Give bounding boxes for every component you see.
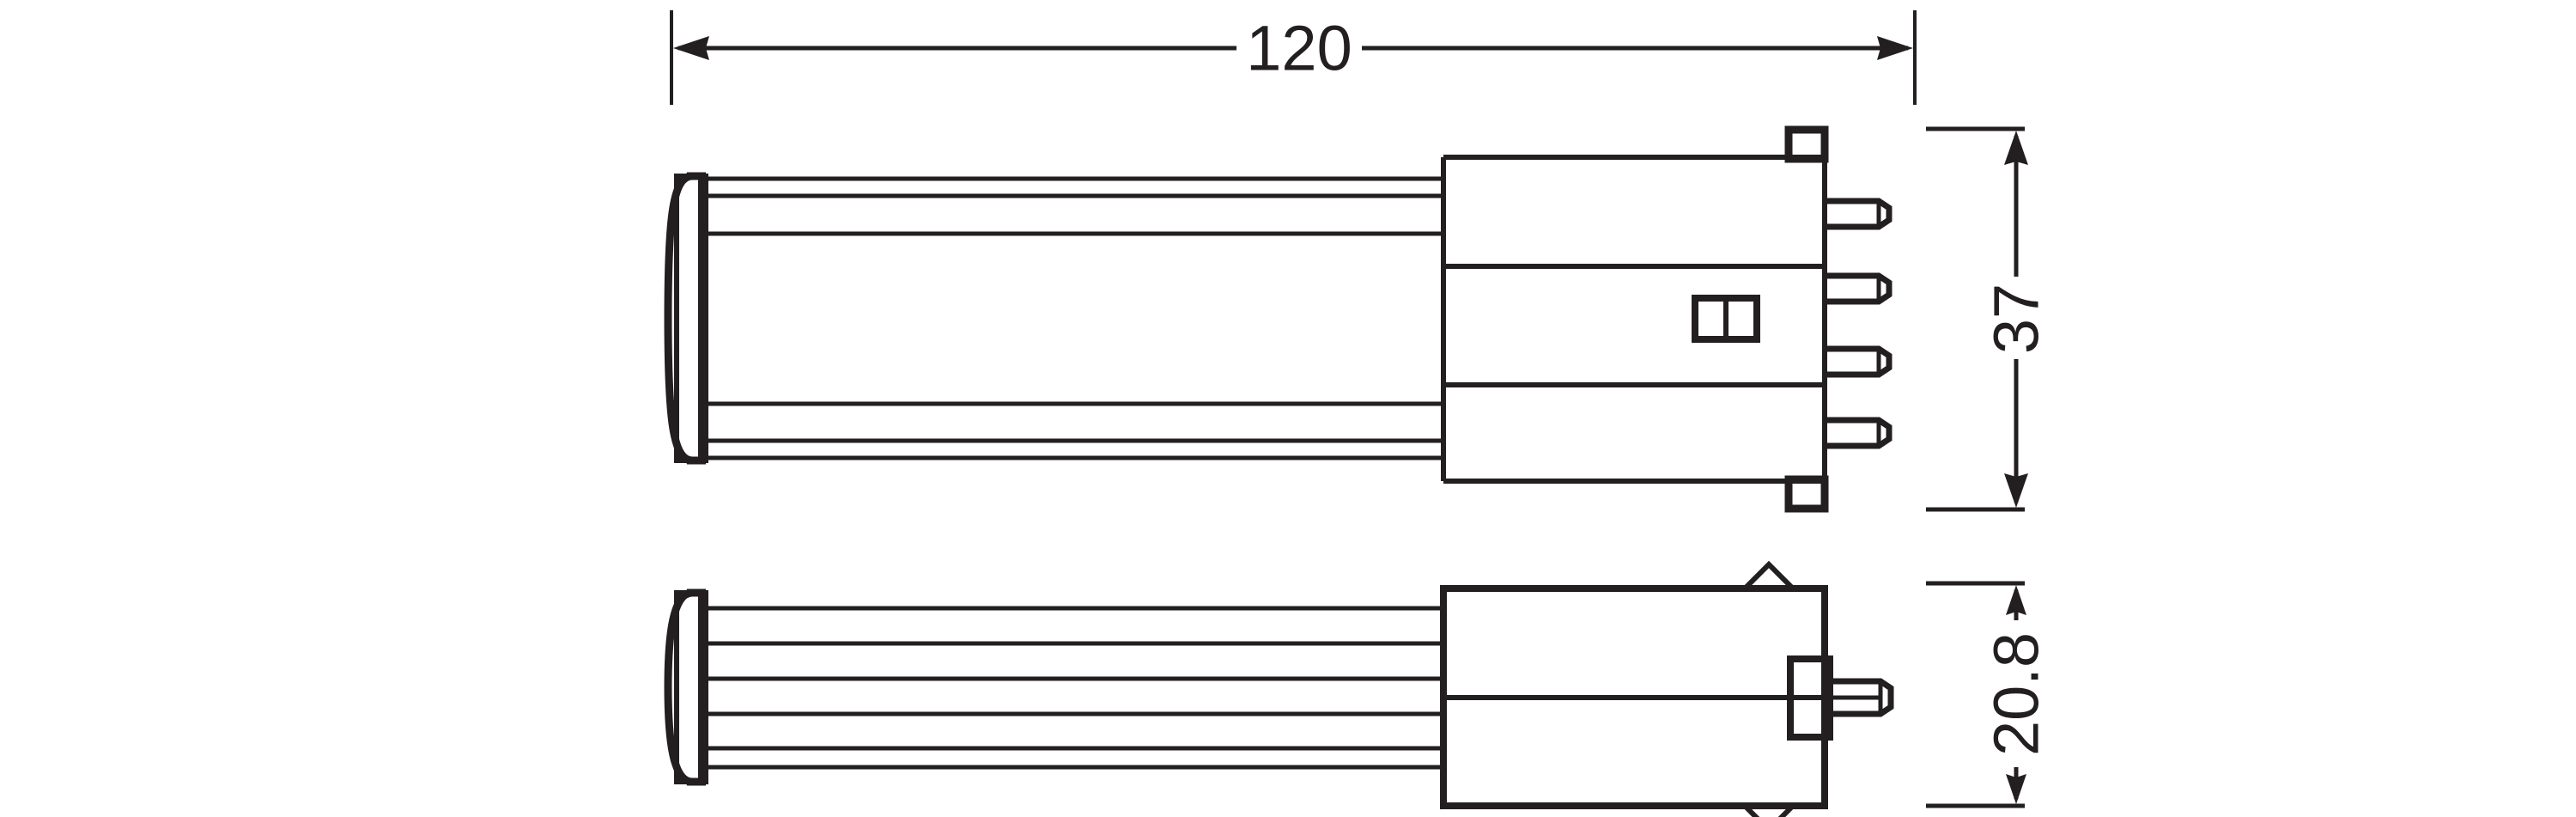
dimension-height-37: 37 <box>1926 126 2052 512</box>
connector-pin-1 <box>1825 198 1893 230</box>
dimension-label-width: 20.8 <box>1981 632 2052 756</box>
arrowhead-top <box>2004 131 2028 165</box>
connector-pin-4 <box>1825 417 1893 449</box>
base-tab-bottom <box>1784 475 1829 513</box>
dimension-label-length: 120 <box>1246 13 1352 84</box>
dimension-width-20-8: 20.8 <box>1926 581 2052 808</box>
base-body-outline <box>1443 155 1827 484</box>
dimension-length-120: 120 <box>670 10 1917 105</box>
view-side-elevation <box>664 125 1893 513</box>
connector-pin-3 <box>1825 345 1893 378</box>
view-top-elevation <box>664 560 1894 817</box>
base2-notch-bottom <box>1742 803 1795 817</box>
base-tab-top <box>1784 125 1829 163</box>
end-cap2-collar <box>674 590 708 784</box>
dimension-label-height: 37 <box>1981 284 2052 354</box>
end-cap2-dome <box>664 588 693 786</box>
arrowhead-bottom <box>2006 774 2026 804</box>
arrowhead-right <box>1877 36 1913 60</box>
base2-notch-top <box>1742 560 1795 591</box>
end-cap-dome <box>664 172 693 465</box>
arrowhead-left <box>673 36 709 60</box>
arrowhead-top <box>2006 585 2026 615</box>
base2-centre-pin <box>1830 678 1894 717</box>
connector-pin-2 <box>1825 272 1893 305</box>
arrowhead-bottom <box>2004 473 2028 508</box>
end-cap-collar <box>674 174 708 463</box>
